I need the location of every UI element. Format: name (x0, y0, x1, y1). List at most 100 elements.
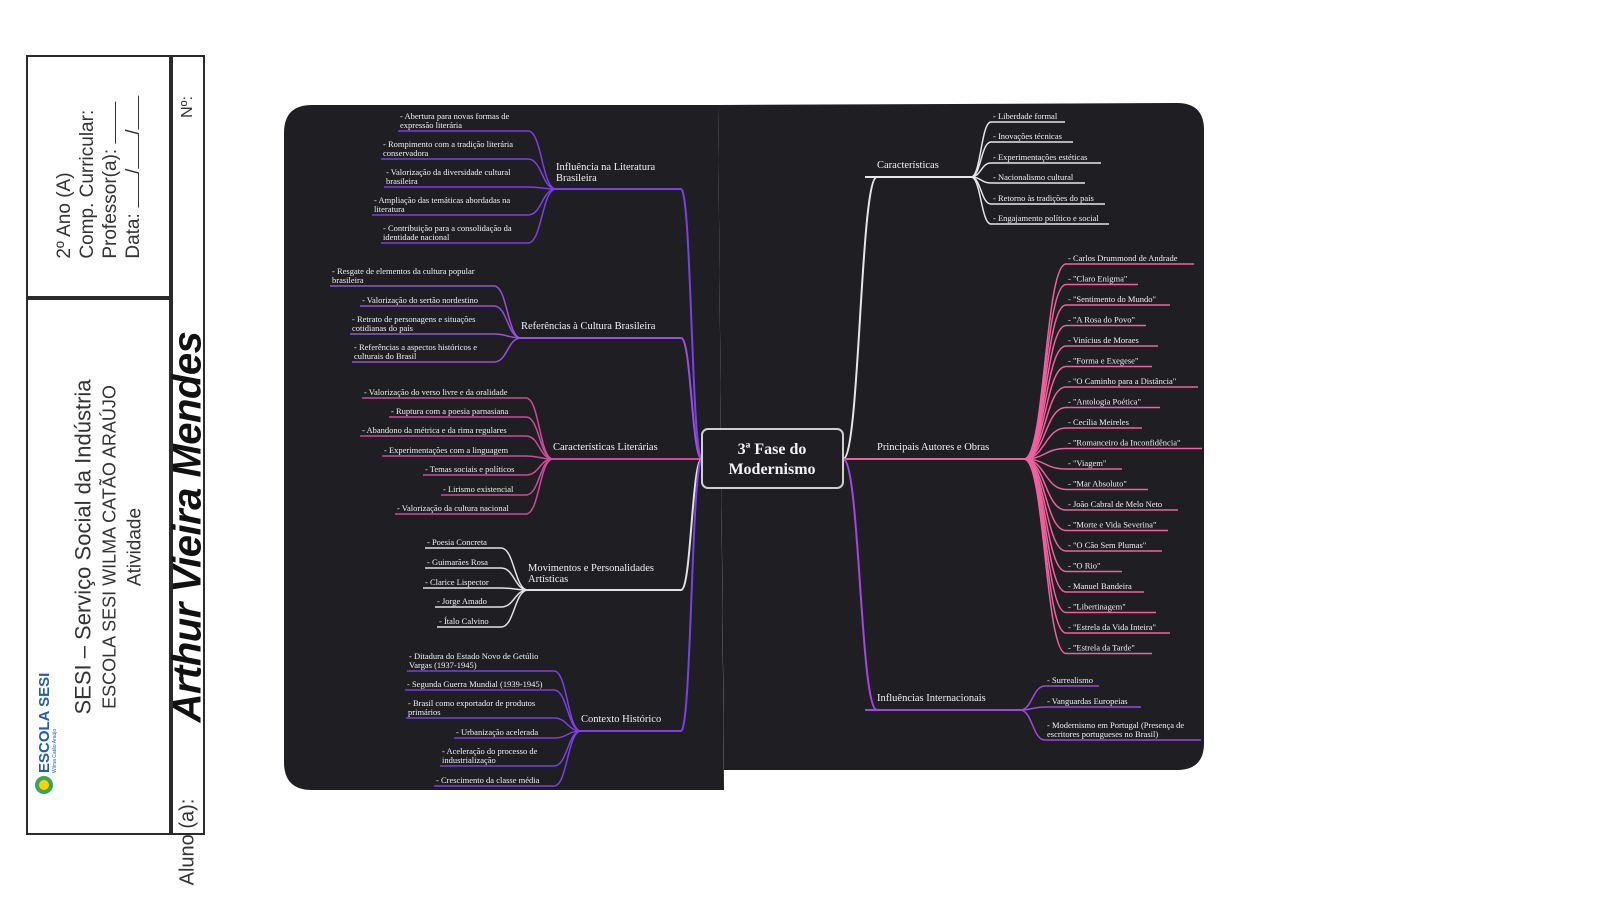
link-leaf-left-1-3 (493, 337, 522, 363)
leaf-text: - Experimentações estéticas (993, 152, 1087, 162)
leaf-text: - Inovações técnicas (993, 131, 1062, 141)
link-leaf-left-3-4 (500, 589, 529, 628)
link-center-right-0 (842, 176, 878, 460)
leaf-text: industrialização (442, 755, 496, 765)
leaf-text: - "Romanceiro da Inconfidência" (1068, 438, 1180, 448)
leaf-text: - Rompimento com a tradição literária (383, 139, 513, 149)
mindmap-right-panel (718, 103, 1204, 770)
branch-label-left-2: Características Literárias (553, 442, 658, 453)
leaf-text: - Clarice Lispector (425, 577, 489, 587)
link-center-left-1 (680, 337, 703, 460)
leaf-text: - "Forma e Exegese" (1068, 356, 1138, 366)
leaf-text: - Abertura para novas formas de (400, 111, 510, 121)
leaf-text: - Jorge Amado (437, 596, 487, 606)
leaf-text: - Surrealismo (1047, 675, 1093, 685)
leaf-text: - Abandono da métrica e da rima regulare… (362, 425, 507, 435)
leaf-text: conservadora (383, 148, 429, 158)
leaf-text: - Valorização da cultura nacional (397, 503, 509, 513)
leaf-text: - Lirismo existencial (443, 484, 514, 494)
branch-label-left-4: Contexto Histórico (581, 714, 661, 725)
leaf-text: - João Cabral de Melo Neto (1068, 499, 1162, 509)
leaf-text: - Cecília Meireles (1068, 417, 1129, 427)
leaf-text: - Modernismo em Portugal (Presença de (1047, 720, 1184, 730)
leaf-text: escritores portugueses no Brasil) (1047, 729, 1158, 739)
branch-label-left-3: Movimentos e Personalidades (528, 563, 654, 574)
leaf-text: - Carlos Drummond de Andrade (1068, 253, 1178, 263)
leaf-text: - Vanguardas Europeias (1047, 696, 1128, 706)
leaf-text: - Contribuição para a consolidação da (383, 223, 512, 233)
leaf-text: literatura (374, 204, 405, 214)
leaf-text: - Engajamento político e social (993, 213, 1099, 223)
leaf-text: - "Sentimento do Mundo" (1068, 294, 1156, 304)
mindmap-left-panel (284, 105, 724, 790)
leaf-text: - Brasil como exportador de produtos (408, 698, 535, 708)
leaf-text: - Temas sociais e políticos (425, 464, 514, 474)
leaf-text: brasileira (332, 275, 364, 285)
leaf-text: - "Claro Enigma" (1068, 274, 1127, 284)
leaf-text: - Referências a aspectos históricos e (354, 342, 477, 352)
link-leaf-right-1-5 (1023, 365, 1067, 460)
link-leaf-right-1-4 (1023, 345, 1067, 460)
branch-label-right-2: Influências Internacionais (877, 693, 986, 704)
branch-label-left-1: Referências à Cultura Brasileira (521, 321, 656, 332)
leaf-text: - Nacionalismo cultural (993, 172, 1074, 182)
logo-text: ESCOLA SESI (36, 673, 53, 773)
header-info-box: 2º Ano (A) Comp. Curricular: Professor(a… (26, 55, 171, 298)
leaf-text: - Guimarães Rosa (427, 557, 488, 567)
leaf-text: - "Viagem" (1068, 458, 1106, 468)
leaf-text: primários (408, 707, 441, 717)
leaf-text: - Valorização do verso livre e da oralid… (364, 387, 508, 397)
link-leaf-right-2-2 (1019, 709, 1046, 741)
link-center-left-3 (680, 458, 703, 591)
sesi-logo-icon: ESCOLA SESI Wilma Catão Araújo (35, 673, 58, 794)
central-title-line-2: Modernismo (728, 461, 815, 478)
branch-label-left-0: Brasileira (556, 173, 597, 184)
leaf-text: - Ampliação das temáticas abordadas na (374, 195, 510, 205)
leaf-text: - "O Cão Sem Plumas" (1068, 540, 1146, 550)
leaf-text: - Crescimento da classe média (436, 775, 540, 785)
leaf-text: - Resgate de elementos da cultura popula… (332, 266, 475, 276)
link-leaf-left-1-1 (493, 305, 522, 339)
leaf-text: - Urbanização acelerada (456, 727, 538, 737)
leaf-text: - "Morte e Vida Severina" (1068, 520, 1156, 530)
link-leaf-left-0-4 (527, 188, 557, 244)
leaf-text: identidade nacional (383, 232, 450, 242)
link-leaf-right-0-5 (970, 176, 992, 225)
leaf-text: - "Antologia Poética" (1068, 397, 1141, 407)
branch-label-left-0: Influência na Literatura (556, 162, 655, 173)
leaf-text: cotidianas do país (352, 323, 413, 333)
leaf-text: - Ítalo Calvino (439, 616, 489, 626)
leaf-text: - Vinícius de Moraes (1068, 335, 1139, 345)
leaf-text: - "Libertinagem" (1068, 602, 1126, 612)
link-leaf-left-4-5 (553, 730, 582, 787)
branch-label-left-3: Artísticas (528, 574, 568, 585)
leaf-text: brasileira (386, 176, 418, 186)
link-leaf-left-4-1 (553, 689, 582, 732)
leaf-text: culturais do Brasil (354, 351, 417, 361)
leaf-text: - Valorização do sertão nordestino (362, 295, 478, 305)
leaf-text: - Valorização da diversidade cultural (386, 167, 511, 177)
leaf-text: - Liberdade formal (993, 111, 1058, 121)
logo-subtext: Wilma Catão Araújo (52, 729, 58, 773)
leaf-text: - "O Caminho para a Distância" (1068, 376, 1176, 386)
central-title-line-1: 3ª Fase do (738, 441, 807, 458)
student-box: Nº: Arthur Vieira Mendes Aluno (a): (166, 55, 210, 885)
link-leaf-right-1-19 (1023, 458, 1067, 655)
branch-label-right-0: Características (877, 160, 939, 171)
leaf-text: - "Estrela da Tarde" (1068, 643, 1135, 653)
leaf-text: - Aceleração do processo de (442, 746, 538, 756)
leaf-text: - "Estrela da Vida Inteira" (1068, 622, 1156, 632)
leaf-text: - Segunda Guerra Mundial (1939-1945) (407, 679, 543, 689)
central-node[interactable]: 3ª Fase do Modernismo (701, 428, 844, 489)
branch-label-right-1: Principais Autores e Obras (877, 442, 989, 453)
leaf-text: - "A Rosa do Povo" (1068, 315, 1135, 325)
leaf-text: - Ruptura com a poesia parnasiana (391, 406, 509, 416)
link-center-right-2 (842, 458, 878, 711)
leaf-text: - Manuel Bandeira (1068, 581, 1132, 591)
leaf-text: - "O Rio" (1068, 561, 1100, 571)
school-info-box: SESI – Serviço Social da Indústria ESCOL… (26, 298, 171, 835)
link-center-left-0 (680, 188, 703, 460)
leaf-text: - Retorno às tradições do país (993, 193, 1094, 203)
leaf-text: - Poesia Concreta (427, 537, 487, 547)
